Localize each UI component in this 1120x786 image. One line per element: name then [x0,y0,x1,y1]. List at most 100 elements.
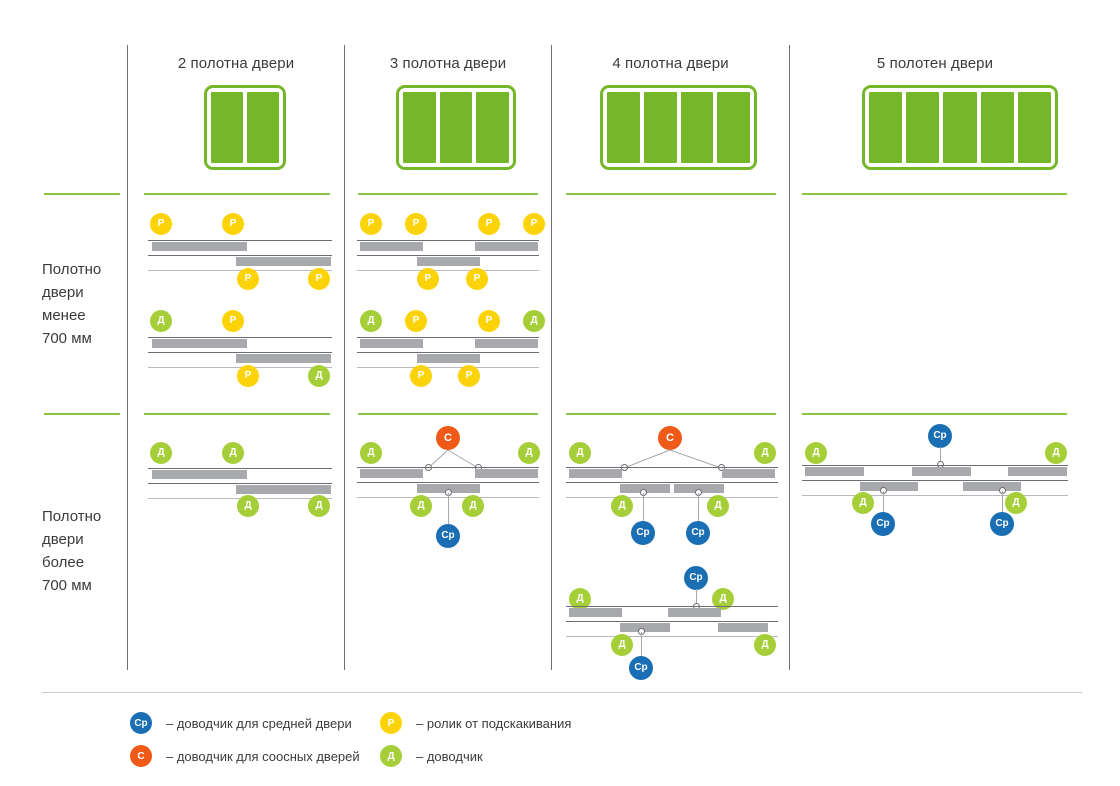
badge-p: Р [478,310,500,332]
badge-p: Р [237,268,259,290]
panel-bar [569,469,622,478]
badge-d: Д [518,442,540,464]
rail-top [148,240,332,241]
badge-d: Д [1005,492,1027,514]
door-panel [680,92,714,163]
door-glyph-4-panels [600,85,757,170]
panel-bar [475,469,538,478]
column-divider-3 [551,45,552,670]
door-panel [476,92,510,163]
badge-sr: Ср [631,521,655,545]
badge-p: Р [417,268,439,290]
badge-p: Р [360,213,382,235]
badge-sr: Ср [928,424,952,448]
badge-p: Р [466,268,488,290]
badge-d: Д [1045,442,1067,464]
column-divider-2 [344,45,345,670]
door-panel [869,92,903,163]
badge-p: Р [410,365,432,387]
green-separator-row1-c5 [802,193,1067,195]
panel-bar [236,257,331,266]
panel-bar [805,467,864,476]
badge-d: Д [569,442,591,464]
panel-bar [236,354,331,363]
door-panel [211,92,243,163]
badge-p: Р [150,213,172,235]
rail-top [357,467,539,468]
legend-badge-d: Д [380,745,402,767]
column-title-5-doors: 5 полотен двери [876,55,994,72]
badge-p: Р [222,310,244,332]
column-title-2-doors: 2 полотна двери [177,55,295,72]
badge-d: Д [308,495,330,517]
badge-sr: Ср [629,656,653,680]
rail-mid [802,480,1068,481]
door-panel [439,92,473,163]
connector-lines-s [623,449,722,469]
panel-bar [360,339,423,348]
badge-d: Д [150,442,172,464]
door-panel [247,92,279,163]
door-panel [717,92,750,163]
badge-p: Р [523,213,545,235]
green-separator-row2-c3 [358,413,538,415]
panel-bar [417,354,480,363]
rail-top [148,337,332,338]
connector-line-sr [940,447,941,463]
door-panel [906,92,940,163]
green-separator-row1-c2 [144,193,330,195]
panel-bar [475,242,538,251]
green-separator-row2-c5 [802,413,1067,415]
panel-bar [963,482,1021,491]
column-title-4-doors: 4 полотна двери [612,55,729,72]
legend-item-s: С – доводчик для соосных дверей [130,745,360,767]
column-title-3-doors: 3 полотна двери [389,55,507,72]
panel-bar [360,469,423,478]
panel-bar [152,242,247,251]
legend-badge-p: Р [380,712,402,734]
rail-mid [357,255,539,256]
badge-d: Д [852,492,874,514]
rail-top [566,467,778,468]
legend-text-d: – доводчик [416,748,483,764]
panel-bar [236,485,331,494]
rail-top [566,606,778,607]
badge-sr: Ср [684,566,708,590]
connector-line-sr [1002,491,1003,514]
rail-mid [148,483,332,484]
badge-sr: Ср [871,512,895,536]
badge-p: Р [405,310,427,332]
badge-sr: Ср [436,524,460,548]
connector-line-sr [698,493,699,523]
panel-bar [912,467,971,476]
badge-d: Д [410,495,432,517]
badge-d: Д [805,442,827,464]
badge-d: Д [523,310,545,332]
green-separator-row1-c4 [566,193,776,195]
door-glyph-5-panels [862,85,1058,170]
green-separator-row1-left [44,193,120,195]
rail-top [148,468,332,469]
panel-bar [152,339,247,348]
badge-d: Д [611,634,633,656]
green-separator-row2-c4 [566,413,776,415]
connector-line-sr [641,632,642,658]
panel-bar [860,482,918,491]
panel-bar [1008,467,1067,476]
badge-d: Д [569,588,591,610]
badge-d: Д [308,365,330,387]
door-panel [643,92,677,163]
door-panel [403,92,436,163]
badge-d: Д [754,634,776,656]
legend-item-p: Р – ролик от подскакивания [380,712,571,734]
door-glyph-3-panels [396,85,516,170]
row-label-less-700: Полотно двери менее 700 мм [42,261,102,347]
rail-mid [357,482,539,483]
badge-d: Д [707,495,729,517]
badge-p: Р [478,213,500,235]
badge-s: С [436,426,460,450]
legend-text-p: – ролик от подскакивания [416,715,572,731]
row-label-more-700: Полотно двери более 700 мм [42,508,102,594]
door-panel [943,92,977,163]
legend-badge-sr: Ср [130,712,152,734]
